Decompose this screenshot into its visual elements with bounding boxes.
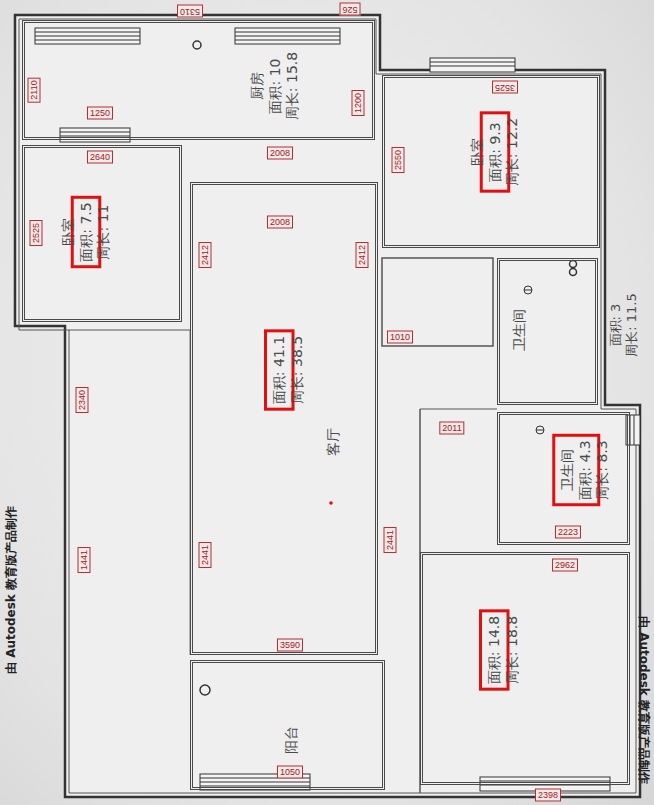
- room-label: 周长: 15.8: [284, 52, 302, 120]
- inner-wall: [19, 19, 636, 793]
- room-label: 阳台: [283, 726, 301, 754]
- dimension-label: 526: [339, 3, 360, 16]
- window-line: [35, 32, 140, 33]
- room-label: 卫生间: [559, 440, 577, 499]
- dimension-label: 3525: [492, 81, 518, 94]
- room-text-group: 面积: 3周长: 11.5: [608, 293, 641, 356]
- room-text-group: 卧室面积: 7.5周长: 11: [60, 202, 113, 261]
- red-dot: [329, 501, 333, 505]
- window-line: [60, 132, 130, 133]
- highlight-layer: [72, 113, 599, 689]
- room-text-group: 客厅: [325, 428, 343, 456]
- dimension-label: 2412: [199, 242, 212, 268]
- kitchen-room: 厨房面积: 10周长: 15.8: [22, 20, 375, 140]
- dimension-label: 1200: [352, 90, 365, 116]
- dimension-label: 2223: [555, 526, 581, 539]
- window-line: [35, 40, 140, 41]
- wall-line: [69, 330, 190, 331]
- highlight-box: [554, 435, 599, 504]
- dimension-label: 2398: [535, 789, 561, 802]
- room-label: 周长: 38.5: [288, 336, 306, 404]
- drain-symbol: [524, 290, 532, 291]
- window-line: [235, 36, 340, 37]
- room-text-group: 卫生间: [511, 309, 529, 351]
- dimension-label: 1010: [387, 331, 413, 344]
- room-label: 面积: 9.3: [486, 118, 504, 186]
- room-text-group: 厨房面积: 10周长: 15.8: [249, 52, 302, 120]
- room-text-group: 面积: 14.8周长: 18.8: [486, 616, 521, 684]
- room-text-group: 面积: 41.1周长: 38.5: [271, 336, 306, 404]
- bedroom-room: 卧室面积: 7.5周长: 11: [22, 145, 182, 322]
- watermark: 由 Autodesk 教育版产品制作: [3, 506, 20, 674]
- room-text-group: 阳台: [283, 726, 301, 754]
- dimension-label: 3590: [277, 639, 303, 652]
- fixture-symbol: [570, 269, 577, 276]
- window-line: [35, 36, 140, 37]
- room-label: 周长: 11: [95, 202, 113, 261]
- window-line: [430, 66, 515, 67]
- room-text-group: 卧室面积: 9.3周长: 12.2: [469, 118, 522, 186]
- window-line: [60, 136, 130, 137]
- dimension-label: 2962: [552, 559, 578, 572]
- dimension-label: 1050: [277, 766, 303, 779]
- dimension-label: 1441: [78, 547, 91, 573]
- drain-symbol: [536, 426, 544, 434]
- window-line: [200, 786, 310, 787]
- drain-symbol: [536, 430, 544, 431]
- bedroom-room: 面积: 14.8周长: 18.8: [420, 552, 630, 785]
- room-label: 面积: 41.1: [271, 336, 289, 404]
- dimension-label: 2640: [87, 151, 113, 164]
- room-text-group: 卫生间面积: 4.3周长: 8.3: [559, 440, 612, 499]
- fixture-symbol: [570, 261, 577, 268]
- dimension-label: 2011: [439, 422, 464, 435]
- room-label: 厨房: [249, 52, 267, 120]
- dimension-label: 2340: [76, 387, 89, 413]
- dimension-label: 2525: [30, 220, 43, 246]
- room-label: 周长: 11.5: [624, 293, 640, 356]
- dimension-label: 5310: [177, 5, 203, 18]
- dimension-label: 2008: [267, 216, 293, 229]
- window-line: [634, 415, 635, 445]
- room-label: 卫生间: [511, 309, 529, 351]
- room-label: 卧室: [469, 118, 487, 186]
- dimension-label: 1250: [87, 107, 113, 120]
- window-line: [235, 40, 340, 41]
- dimension-label: 2412: [356, 242, 369, 268]
- room-label: 面积: 14.8: [486, 616, 504, 684]
- hall-wall: [382, 258, 493, 346]
- room-label: 面积: 10: [266, 52, 284, 120]
- window-line: [200, 782, 310, 783]
- dimension-label: 2441: [199, 542, 212, 568]
- pipe-symbol: [193, 41, 201, 49]
- room-label: 周长: 12.2: [504, 118, 522, 186]
- room-label: 卧室: [60, 202, 78, 261]
- window-line: [235, 32, 340, 33]
- outer-wall: [15, 15, 640, 797]
- bedroom-room: 卧室面积: 9.3周长: 12.2: [382, 75, 600, 248]
- window-line: [430, 62, 515, 63]
- watermark: 由 Autodesk 教育版产品制作: [635, 616, 652, 784]
- room-label: 面积: 4.3: [576, 440, 594, 499]
- room-label: 周长: 8.3: [594, 440, 612, 499]
- room-label: 周长: 18.8: [503, 616, 521, 684]
- room-label: 面积: 3: [608, 293, 624, 356]
- bathroom-room: 卫生间面积: 3周长: 11.5: [497, 258, 598, 405]
- wall-line: [420, 409, 497, 410]
- room-label: 面积: 7.5: [77, 202, 95, 261]
- window: [235, 28, 340, 44]
- room-label: 客厅: [325, 428, 343, 456]
- dimension-label: 2550: [392, 147, 405, 173]
- window: [430, 58, 515, 72]
- living-room: 面积: 41.1周长: 38.5 客厅: [190, 182, 378, 655]
- window-line: [480, 781, 610, 782]
- pipe-symbol: [200, 685, 210, 695]
- dimension-label: 2110: [28, 77, 41, 102]
- dimension-label: 2441: [384, 527, 397, 553]
- window: [35, 28, 140, 44]
- dimension-label: 2008: [267, 147, 293, 160]
- drain-symbol: [524, 286, 532, 294]
